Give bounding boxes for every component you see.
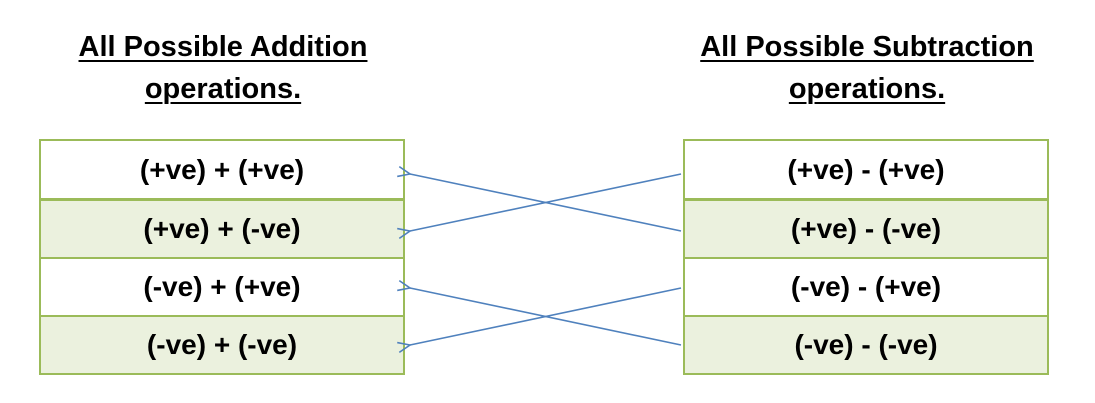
addition-heading-line1: All Possible Addition bbox=[78, 31, 368, 63]
mapping-arrow bbox=[410, 287, 682, 345]
addition-row-pos-neg: (+ve) + (-ve) bbox=[41, 199, 403, 257]
addition-heading-line2: operations. bbox=[144, 73, 302, 105]
subtraction-row-neg-pos: (-ve) - (+ve) bbox=[685, 257, 1047, 315]
subtraction-row-pos-pos: (+ve) - (+ve) bbox=[685, 141, 1047, 199]
mapping-arrow bbox=[410, 288, 682, 346]
subtraction-row-pos-neg: (+ve) - (-ve) bbox=[685, 199, 1047, 257]
addition-heading: All Possible Addition operations. bbox=[40, 26, 406, 110]
subtraction-heading-line1: All Possible Subtraction bbox=[700, 31, 1034, 63]
subtraction-table: (+ve) - (+ve) (+ve) - (-ve) (-ve) - (+ve… bbox=[683, 139, 1049, 375]
addition-row-neg-neg: (-ve) + (-ve) bbox=[41, 315, 403, 373]
addition-table: (+ve) + (+ve) (+ve) + (-ve) (-ve) + (+ve… bbox=[39, 139, 405, 375]
mapping-arrow bbox=[410, 173, 682, 231]
addition-row-neg-pos: (-ve) + (+ve) bbox=[41, 257, 403, 315]
mapping-arrow bbox=[410, 174, 682, 232]
subtraction-heading-line2: operations. bbox=[788, 73, 946, 105]
subtraction-heading: All Possible Subtraction operations. bbox=[684, 26, 1050, 110]
addition-row-pos-pos: (+ve) + (+ve) bbox=[41, 141, 403, 199]
subtraction-row-neg-neg: (-ve) - (-ve) bbox=[685, 315, 1047, 373]
